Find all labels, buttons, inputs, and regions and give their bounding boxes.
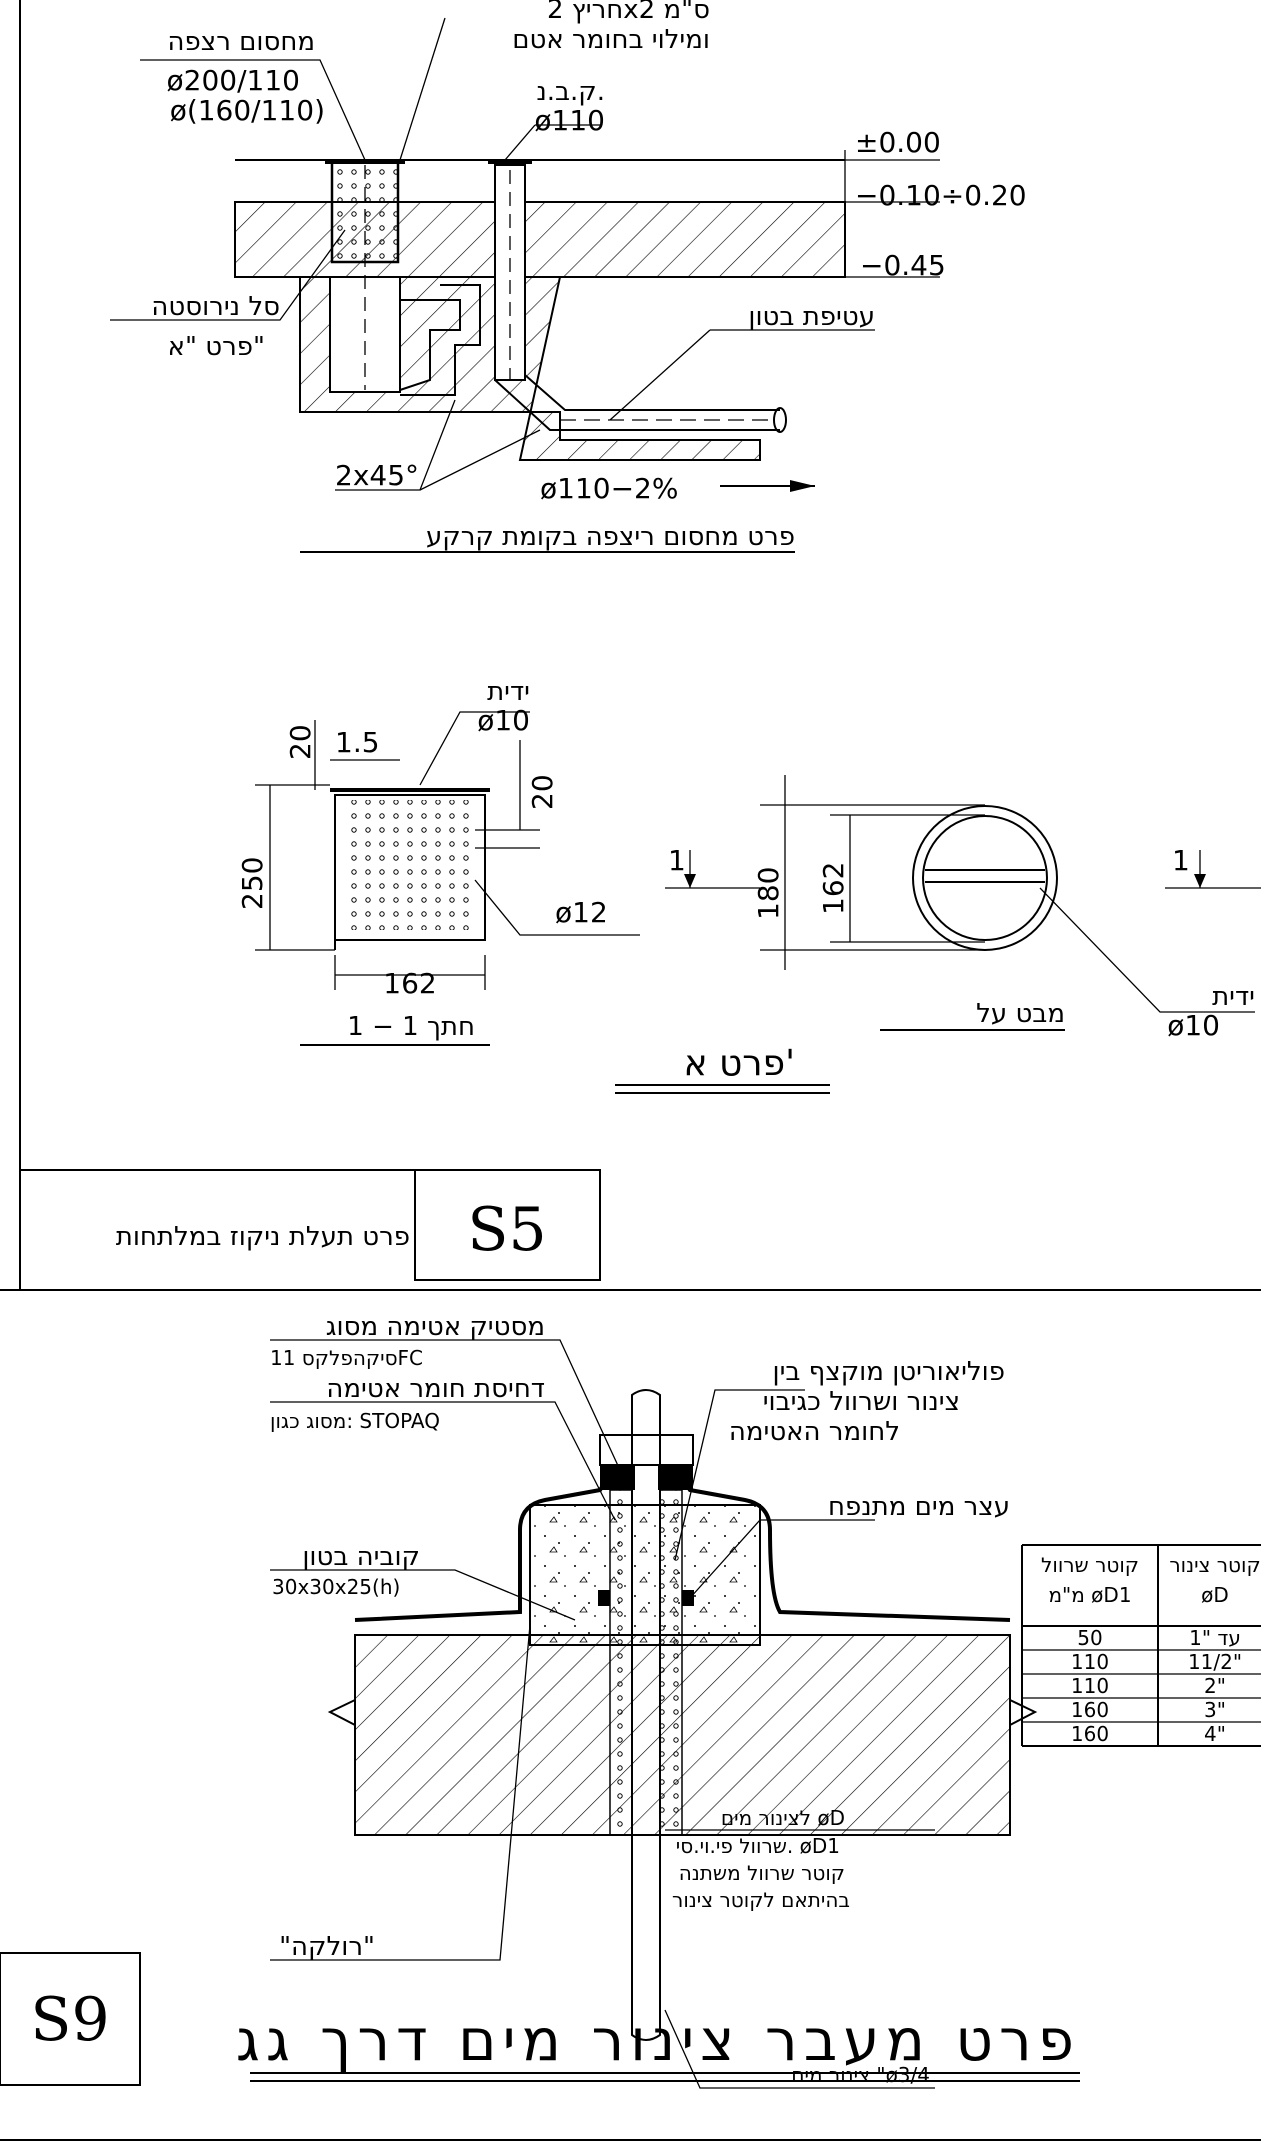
dim-20-top: 20 bbox=[284, 724, 317, 760]
table-cell: 160 bbox=[1071, 1698, 1109, 1722]
sealant-brand-label: סיקהפלקס 11FC bbox=[270, 1346, 423, 1370]
level-slab: −0.45 bbox=[860, 249, 946, 282]
s9-code: S9 bbox=[30, 1985, 109, 2055]
drain-diameter-2: ø(160/110) bbox=[170, 94, 325, 127]
water-pipe-label: צינור מים "ø3/4 bbox=[791, 2063, 930, 2087]
handle-diameter-2: ø10 bbox=[1167, 1009, 1220, 1042]
dim-250: 250 bbox=[236, 857, 269, 910]
s5-code: S5 bbox=[467, 1195, 546, 1265]
floor-drain-title: פרט מחסום ריצפה בקומת קרקע bbox=[426, 522, 795, 552]
concrete-cube-dim: 30x30x25(h) bbox=[272, 1575, 400, 1599]
elbow-label: 2x45° bbox=[335, 459, 419, 492]
titleblock-s5: פרט תעלת ניקוז במלתחות S5 bbox=[20, 1169, 601, 1281]
cleanout-label: ק.ב.נ. bbox=[536, 77, 605, 107]
waterstop-label: עצר מים מתנפח bbox=[828, 1492, 1010, 1522]
pipe-slope-label: ø110−2% bbox=[540, 472, 678, 505]
sealant-label: מסטיק אטימה מסוג bbox=[326, 1312, 545, 1342]
dim-180: 180 bbox=[752, 867, 785, 920]
s5-description: פרט תעלת ניקוז במלתחות bbox=[116, 1222, 410, 1252]
level-zero: ±0.00 bbox=[855, 126, 941, 159]
basket-detail-a: 20 1.5 20 250 ø12 162 ידית ø10 חתך 1 − 1… bbox=[236, 677, 1261, 1094]
table-cell: 11/2" bbox=[1188, 1650, 1242, 1674]
cut-mark-right: 1 bbox=[1172, 844, 1190, 877]
dim-162-vertical: 162 bbox=[817, 862, 850, 915]
seal-tape-label: דחיסת חומר אטימה bbox=[326, 1374, 545, 1404]
floor-drain-detail: חריץ 2x2 ס"מ ומילוי בחומר אטם מחסום רצפה… bbox=[110, 0, 1027, 553]
level-finish: −0.10÷0.20 bbox=[855, 179, 1027, 212]
rolka-label: "רולקה" bbox=[279, 1932, 375, 1962]
table-subheader-pipe: øD bbox=[1201, 1583, 1229, 1607]
seal-tape-brand-label: מסוג כגון: STOPAQ bbox=[270, 1409, 440, 1433]
polyurethane-label-2: צינור ושרוול כגיבוי bbox=[763, 1387, 960, 1417]
section-title: חתך 1 − 1 bbox=[347, 1012, 475, 1042]
table-cell: 110 bbox=[1071, 1674, 1109, 1698]
cleanout-diameter: ø110 bbox=[534, 104, 605, 137]
polyurethane-label-3: לחומר האטימה bbox=[729, 1417, 900, 1447]
sleeve-label-3: בהיתאם לקוטר צינור bbox=[672, 1888, 850, 1912]
table-cell: 160 bbox=[1071, 1722, 1109, 1746]
roof-pipe-detail: מסטיק אטימה מסוג סיקהפלקס 11FC דחיסת חומ… bbox=[0, 1312, 1080, 2089]
sleeve-label-2: קוטר שרוול משתנה bbox=[679, 1861, 845, 1885]
fill-label: ומילוי בחומר אטם bbox=[512, 25, 710, 55]
dim-162: 162 bbox=[383, 967, 436, 1000]
cut-mark-left: 1 bbox=[668, 844, 686, 877]
drain-title-label: מחסום רצפה bbox=[168, 27, 315, 57]
table-cell: עד "1 bbox=[1189, 1626, 1241, 1650]
sleeve-label: שרוול פי.וי.סי. øD1 bbox=[676, 1834, 840, 1858]
table-cell: 3" bbox=[1204, 1698, 1226, 1722]
detail-ref-label: פרט "א" bbox=[168, 332, 265, 362]
basket-label: סל נירוסטה bbox=[151, 292, 280, 322]
table-cell: 4" bbox=[1204, 1722, 1226, 1746]
concrete-cube-label: קוביה בטון bbox=[302, 1542, 420, 1572]
dim-1-5: 1.5 bbox=[335, 726, 380, 759]
handle-diameter: ø10 bbox=[477, 704, 530, 737]
table-cell: 110 bbox=[1071, 1650, 1109, 1674]
handle-label: ידית bbox=[487, 677, 530, 707]
table-header-sleeve: קוטר שרוול bbox=[1041, 1553, 1139, 1577]
pipe-diameter-label: לצינור מים øD bbox=[721, 1806, 845, 1830]
polyurethane-label-1: פוליאוריטן מוקצף בין bbox=[772, 1357, 1005, 1387]
concrete-encase-label: עטיפת בטון bbox=[748, 302, 875, 332]
sleeve-table: קוטר שרוול קוטר צינור מ"מ øD1 øD 50 עד "1… bbox=[1021, 1544, 1261, 1747]
drain-diameter-1: ø200/110 bbox=[167, 64, 300, 97]
detail-a-title: פרט א' bbox=[683, 1043, 795, 1084]
table-subheader-sleeve: מ"מ øD1 bbox=[1048, 1583, 1131, 1607]
top-view-title: מבט על bbox=[976, 999, 1065, 1029]
table-header-pipe: קוטר צינור bbox=[1169, 1553, 1260, 1577]
dim-hole: ø12 bbox=[555, 896, 608, 929]
table-cell: 50 bbox=[1077, 1626, 1102, 1650]
grate-label: חריץ 2x2 ס"מ bbox=[547, 0, 710, 25]
dim-20-side: 20 bbox=[526, 774, 559, 810]
roof-pipe-title: פרט מעבר צינור מים דרך גג bbox=[236, 2006, 1080, 2074]
table-cell: 2" bbox=[1204, 1674, 1226, 1698]
handle-label-2: ידית bbox=[1212, 982, 1255, 1012]
